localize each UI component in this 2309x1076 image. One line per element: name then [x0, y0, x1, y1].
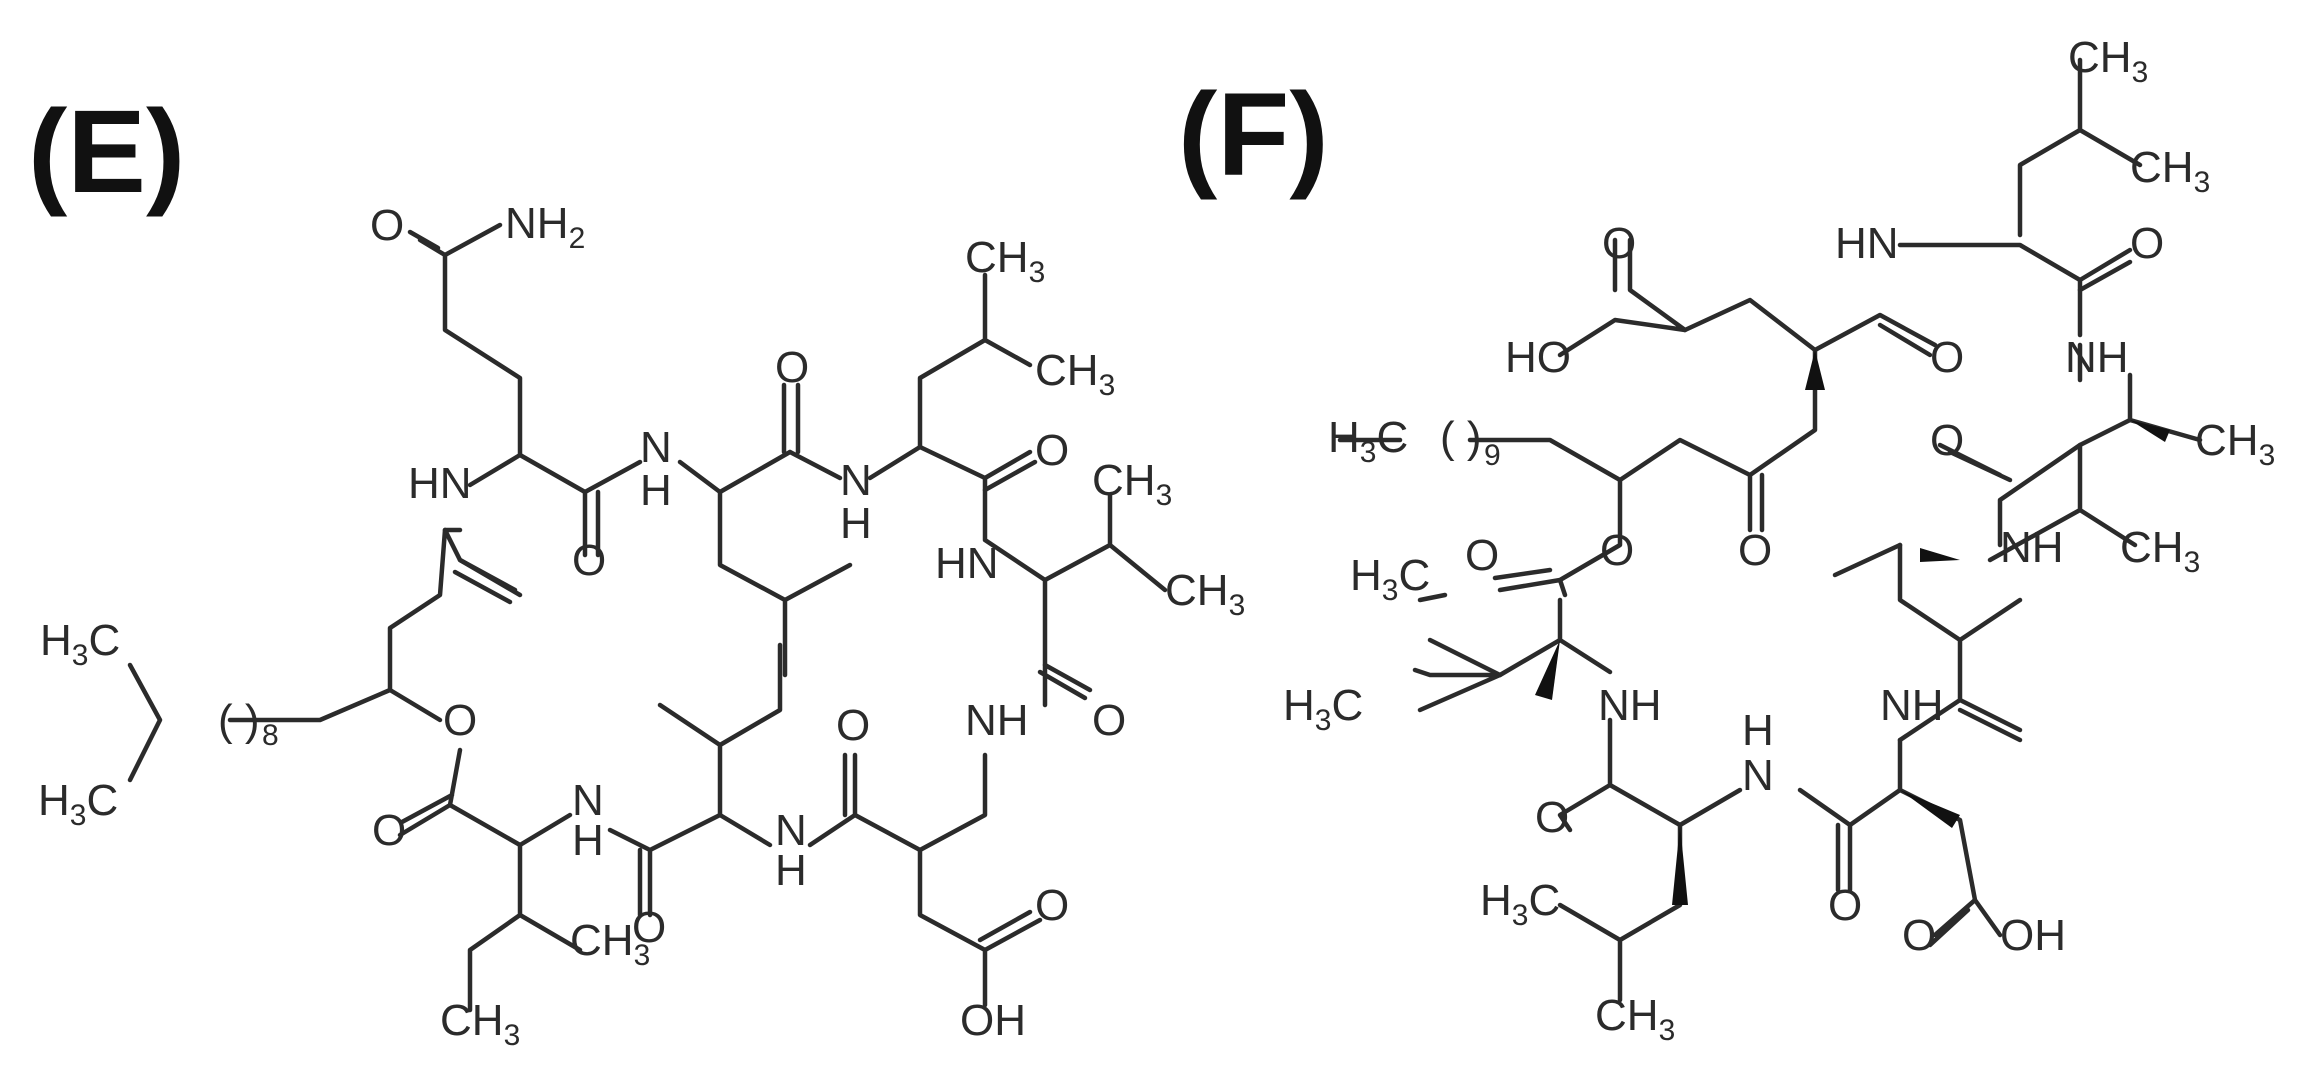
- atom-o-ester-e: O: [443, 696, 477, 745]
- atom-ch3-r2-f: CH3: [2195, 416, 2275, 472]
- atom-o-b2-f: O: [1828, 881, 1862, 930]
- panel-label-e: (E): [28, 86, 185, 218]
- atom-nh-r2-f: NH: [2000, 523, 2064, 572]
- atom-ch3-top-f: CH3: [2068, 33, 2148, 89]
- atom-n-2-e: N: [640, 423, 672, 472]
- atom-ch3-r3-f: CH3: [2120, 523, 2200, 579]
- atom-ch3-a-e: CH3: [965, 233, 1045, 289]
- atom-ch3-c-e: CH3: [1092, 456, 1172, 512]
- atom-ch3-bottom-f: CH3: [1595, 991, 1675, 1047]
- atom-oh-acid-e: OH: [960, 996, 1026, 1045]
- atom-h3c-c-f: H3C: [1480, 876, 1560, 932]
- atom-o-b1-f: O: [1535, 793, 1569, 842]
- atom-o-5-e: O: [836, 701, 870, 750]
- atom-h-6-e: H: [775, 846, 807, 895]
- atom-o-r2-f: O: [1930, 416, 1964, 465]
- atom-ch3-e-e: CH3: [570, 916, 650, 972]
- bond-skeleton-e: [127, 222, 1168, 1013]
- atom-o-b3-f: O: [1902, 911, 1936, 960]
- atom-ch3-f-e: CH3: [440, 996, 520, 1052]
- atom-paren-e: ( ): [218, 696, 260, 745]
- atom-nh-b2-f: NH: [1880, 681, 1944, 730]
- atom-ch2-count-e: 8: [262, 719, 279, 752]
- atom-hn-top-f: HN: [1835, 219, 1899, 268]
- atom-h3c-1-e: H3C: [40, 616, 120, 672]
- atom-o-ester-co-e: O: [372, 806, 406, 855]
- atom-nh-r1-f: NH: [2065, 333, 2129, 382]
- atom-nh-7-e: NH: [965, 696, 1029, 745]
- panel-e: (E): [28, 86, 1245, 1052]
- atom-h3c-2-e: H3C: [38, 776, 118, 832]
- panel-f: (F): [1178, 33, 2275, 1047]
- atom-o-amide-e: O: [370, 201, 404, 250]
- atom-hn-4-e: HN: [935, 539, 999, 588]
- atom-n-6-e: N: [775, 806, 807, 855]
- atom-h-2-e: H: [640, 466, 672, 515]
- atom-n-b1-f: N: [1742, 751, 1774, 800]
- atom-ho-top-f: HO: [1505, 333, 1571, 382]
- atom-o-acid-top-f: O: [1602, 219, 1636, 268]
- atom-h3c-b-f: H3C: [1283, 681, 1363, 737]
- atom-h-5-e: H: [572, 816, 604, 865]
- atom-o-3-e: O: [1035, 426, 1069, 475]
- atom-h3c-a-f: H3C: [1350, 551, 1430, 607]
- atom-labels-e: O NH2 HN N H N H O O O CH3 CH3 HN CH3 CH…: [38, 199, 1245, 1052]
- atom-o-ester-co-f: O: [1465, 531, 1499, 580]
- atom-h-b1-f: H: [1742, 706, 1774, 755]
- panel-label-f: (F): [1178, 69, 1329, 201]
- atom-oh-b-f: OH: [2000, 911, 2066, 960]
- atom-labels-f: CH3 CH3 O HO HN O O NH H3C ( ) 9 O O CH3…: [1283, 33, 2275, 1047]
- atom-nh-l1-f: NH: [1598, 681, 1662, 730]
- atom-o-acid-e: O: [1035, 881, 1069, 930]
- atom-nh2-e: NH2: [505, 199, 585, 255]
- atom-ch3-b-e: CH3: [1035, 346, 1115, 402]
- atom-hn-1-e: HN: [408, 459, 472, 508]
- atom-o-top1-f: O: [2130, 219, 2164, 268]
- atom-o-4-e: O: [632, 903, 666, 952]
- atom-o-top2-f: O: [1930, 333, 1964, 382]
- atom-o-ket-f: O: [1738, 526, 1772, 575]
- atom-o-2-e: O: [775, 343, 809, 392]
- atom-ch3-d-e: CH3: [1165, 566, 1245, 622]
- atom-o-6-e: O: [1092, 696, 1126, 745]
- atom-o-ester-f: O: [1600, 526, 1634, 575]
- atom-h-3-e: H: [840, 499, 872, 548]
- atom-paren-f: ( ): [1440, 413, 1482, 462]
- atom-ch3-top2-f: CH3: [2130, 143, 2210, 199]
- atom-h3c-9-f: H3C: [1328, 413, 1408, 469]
- atom-ch2-count-f: 9: [1484, 439, 1501, 472]
- atom-n-5-e: N: [572, 776, 604, 825]
- wedge-bonds-f: [1535, 350, 2170, 905]
- atom-n-3-e: N: [840, 456, 872, 505]
- atom-o-1-e: O: [572, 536, 606, 585]
